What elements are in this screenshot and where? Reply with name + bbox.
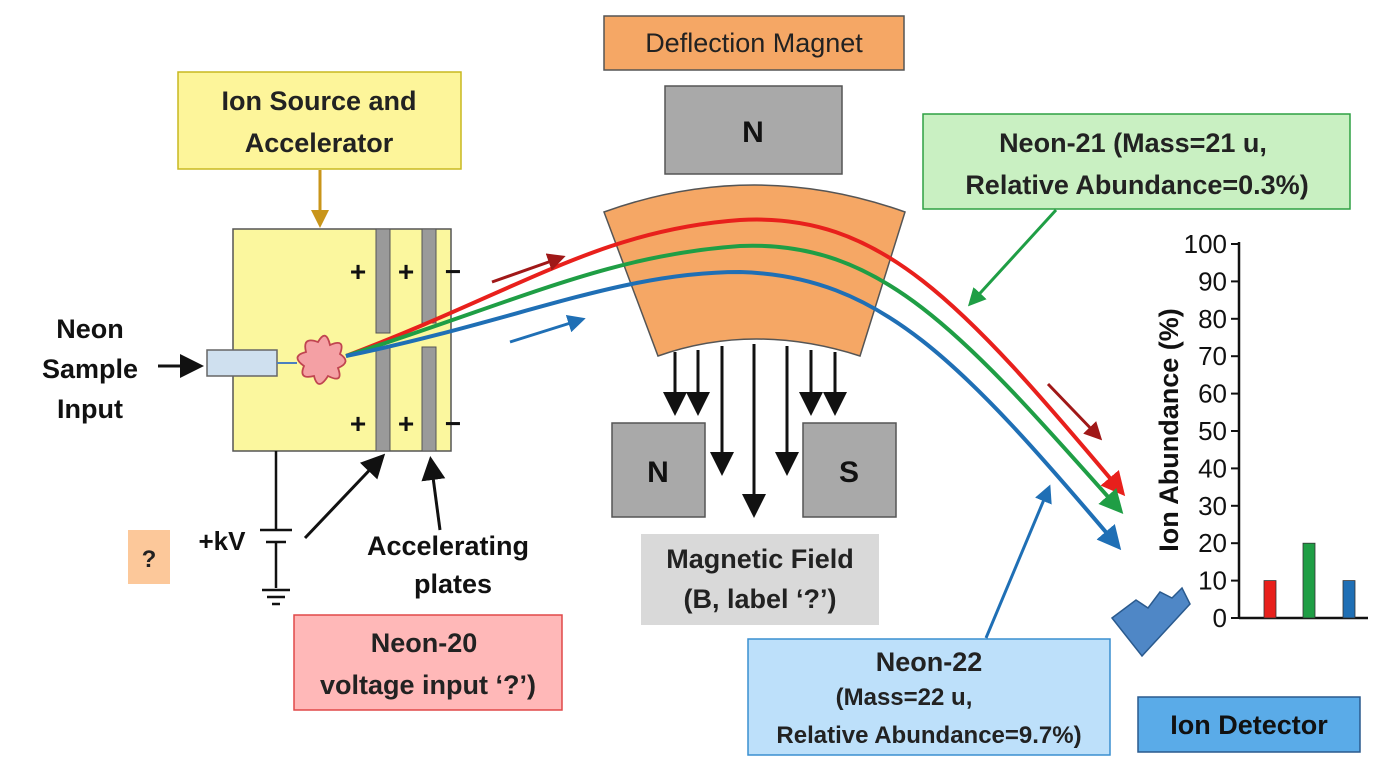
beam-direction-arrow: [509, 315, 586, 344]
neon-sample-label-line2: Sample: [42, 354, 138, 384]
magnet-top-pole-text: N: [742, 116, 764, 149]
chart-y-tick-label: 20: [1198, 528, 1227, 558]
neon-21-label-line1: Neon-21 (Mass=21 u,: [999, 128, 1267, 158]
accelerating-plate-2-upper: [421, 228, 437, 324]
plate-plus-sign: +: [350, 256, 366, 287]
plate-minus-sign: −: [445, 256, 461, 287]
magnet-north-pole-top: N: [664, 85, 843, 175]
voltage-to-plate-arrow: [303, 453, 386, 540]
neon-21-beam-path: [345, 243, 1124, 514]
voltage-label: +kV: [199, 526, 247, 556]
magnet-south-pole-bottom: S: [802, 422, 897, 518]
neon-22-beam-path: [345, 269, 1122, 551]
ion-source-label-line1: Ion Source and: [221, 86, 416, 116]
plate-plus-sign: +: [350, 408, 366, 439]
chart-y-tick-label: 30: [1198, 491, 1227, 521]
accelerating-plates-label-line2: plates: [414, 569, 492, 599]
ionization-burst-icon: [296, 334, 347, 385]
accelerating-plate-2-lower: [421, 346, 437, 452]
neon-22-pointer-arrow: [984, 484, 1052, 639]
sample-input-tube: [206, 349, 278, 377]
neon-21-pointer-arrow: [967, 208, 1058, 307]
chart-y-axis-label: Ion Abundance (%): [1154, 308, 1184, 552]
question-box: ?: [128, 530, 170, 584]
magnetic-field-label: Magnetic Field (B, label ‘?’): [641, 534, 879, 625]
neon-20-beam-path: [345, 217, 1126, 497]
neon-20-label-line2: voltage input ‘?’): [320, 670, 536, 700]
chart-bar: [1302, 542, 1316, 619]
chart-y-tick-label: 40: [1198, 453, 1227, 483]
question-box-text: ?: [142, 546, 157, 573]
ion-detector-label: Ion Detector: [1137, 696, 1361, 753]
magnet-bottom-left-pole-text: N: [647, 456, 669, 489]
plate-plus-sign: +: [398, 256, 414, 287]
neon-22-label-line3: Relative Abundance=9.7%): [776, 722, 1081, 749]
chart-y-tick-label: 70: [1198, 341, 1227, 371]
accelerating-plates-arrow: [421, 456, 446, 531]
chart-y-tick-label: 10: [1198, 566, 1227, 596]
magnet-bottom-right-pole-text: S: [839, 456, 859, 489]
plate-plus-sign: +: [398, 408, 414, 439]
neon-22-label-line1: Neon-22: [876, 647, 983, 677]
deflection-magnet-label: Deflection Magnet: [603, 15, 905, 71]
ion-detector-label-text: Ion Detector: [1170, 710, 1328, 740]
ion-source-label-line2: Accelerator: [245, 128, 394, 158]
chart-y-tick-label: 60: [1198, 379, 1227, 409]
magnetic-field-label-line2: (B, label ‘?’): [683, 584, 836, 614]
chart-bar: [1342, 580, 1356, 619]
neon-22-label: Neon-22 (Mass=22 u, Relative Abundance=9…: [747, 638, 1111, 756]
chart-y-tick-label: 100: [1184, 229, 1227, 259]
neon-sample-label-line1: Neon: [56, 314, 124, 344]
magnetic-field-arrows: [663, 344, 847, 518]
ion-detector-icon: [1110, 586, 1191, 658]
chart-y-tick-label: 0: [1213, 603, 1227, 633]
magnetic-field-label-line1: Magnetic Field: [666, 544, 854, 574]
accelerating-plates-label-line1: Accelerating: [367, 531, 529, 561]
plate-minus-sign: −: [445, 408, 461, 439]
deflection-magnet-label-text: Deflection Magnet: [645, 28, 863, 58]
ground-icon: [262, 588, 290, 606]
neon-20-label-line1: Neon-20: [371, 628, 478, 658]
neon-21-label: Neon-21 (Mass=21 u, Relative Abundance=0…: [922, 113, 1351, 210]
neon-22-label-line2: (Mass=22 u,: [836, 684, 973, 711]
accelerating-plate-1-lower: [375, 346, 391, 452]
chart-y-tick-label: 90: [1198, 266, 1227, 296]
magnet-north-pole-bottom: N: [611, 422, 706, 518]
beam-direction-arrow: [491, 253, 566, 284]
chart-y-tick-label: 50: [1198, 416, 1227, 446]
neon-sample-label-line3: Input: [57, 394, 123, 424]
beam-direction-arrow: [1046, 382, 1103, 441]
accelerating-plate-1-upper: [375, 228, 391, 334]
chart-bar: [1263, 580, 1277, 619]
neon-20-label: Neon-20 voltage input ‘?’): [293, 614, 563, 711]
neon-21-label-line2: Relative Abundance=0.3%): [965, 170, 1308, 200]
chart-y-tick-label: 80: [1198, 304, 1227, 334]
ion-abundance-chart: Ion Abundance (%) 0 10 20 30 40 50 60 70 80 90 100: [1154, 229, 1368, 633]
ion-source-label: Ion Source and Accelerator: [177, 71, 462, 170]
